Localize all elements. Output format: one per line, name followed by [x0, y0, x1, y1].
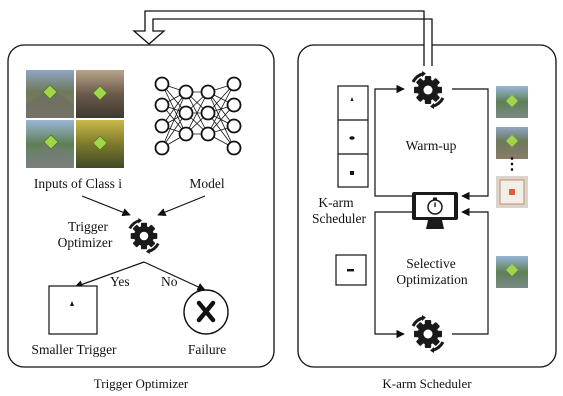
- neuron-node: [178, 126, 194, 142]
- yes-label: Yes: [110, 274, 130, 289]
- no-label: No: [161, 274, 178, 289]
- warmup-loop-left: [374, 84, 412, 197]
- inputs-label: Inputs of Class i: [33, 176, 123, 191]
- neuron-node: [200, 105, 216, 121]
- neuron-node: [226, 140, 242, 156]
- selective-trigger-box: [335, 254, 367, 286]
- smaller-trigger-box: [48, 285, 98, 335]
- selective-label-line2: Optimization: [396, 272, 468, 287]
- neuron-node: [154, 118, 170, 134]
- neuron-node: [178, 105, 194, 121]
- trigger-candidates-stack: [337, 85, 369, 188]
- smaller-trigger-label: Smaller Trigger: [31, 342, 117, 357]
- inputs-to-optimizer-arrow: [81, 195, 131, 217]
- warmup-label: Warm-up: [405, 138, 457, 153]
- no-branch-arrow: [143, 261, 206, 291]
- neuron-node: [226, 118, 242, 134]
- gear-icon: [411, 70, 445, 110]
- neuron-node: [178, 84, 194, 100]
- optimizer-label-line2: Optimizer: [57, 235, 113, 250]
- trigger-optimizer-caption: Trigger Optimizer: [93, 376, 189, 391]
- class-thumbnails: [496, 86, 528, 288]
- neuron-node: [154, 76, 170, 92]
- selective-label-line1: Selective: [406, 256, 456, 271]
- neuron-node: [154, 97, 170, 113]
- model-to-optimizer-arrow: [157, 195, 206, 217]
- neuron-node: [154, 140, 170, 156]
- gear-icon: [411, 314, 445, 354]
- neuron-node: [226, 76, 242, 92]
- trigger-patch-icon: [70, 301, 74, 306]
- neuron-node: [226, 97, 242, 113]
- monitor-timer-icon: [412, 192, 458, 229]
- scheduler-label-line1: K-arm: [318, 195, 354, 210]
- neuron-node: [200, 126, 216, 142]
- k-arm-scheduler-caption: K-arm Scheduler: [382, 376, 472, 391]
- gear-icon: [128, 217, 160, 255]
- yes-branch-arrow: [74, 261, 145, 289]
- scheduler-label-line2: Scheduler: [312, 211, 366, 226]
- selective-loop-right: [452, 207, 489, 335]
- model-label: Model: [189, 176, 225, 191]
- neural-network-icon: [154, 76, 242, 156]
- optimizer-label-line1: Trigger: [67, 219, 109, 234]
- trigger-patch-icon: [42, 84, 108, 151]
- failure-x-icon: [196, 300, 216, 323]
- input-images: [26, 70, 124, 168]
- selective-loop-left: [374, 211, 412, 339]
- neuron-node: [200, 84, 216, 100]
- warmup-loop-right: [452, 88, 489, 201]
- feedback-arrow: [132, 10, 433, 66]
- trigger-patch-icon: [347, 269, 354, 272]
- thumbnails-ellipsis: ⋮: [504, 156, 520, 173]
- trigger-optimizer-panel: [7, 44, 275, 368]
- failure-label: Failure: [187, 342, 227, 357]
